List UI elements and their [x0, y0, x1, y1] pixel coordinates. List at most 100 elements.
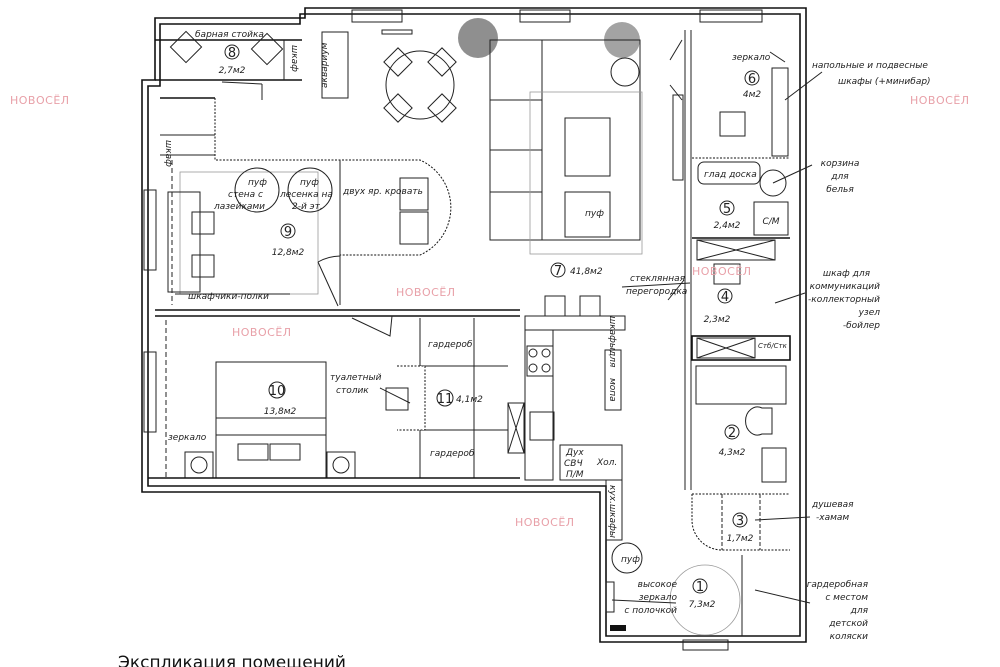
vanity-label-2: столик	[336, 386, 369, 396]
hall-wardrobe-label-5: коляски	[830, 632, 868, 642]
room-area: 12,8м2	[272, 248, 305, 258]
mirror-label-2: зеркало	[168, 433, 207, 443]
fridge-label: Хол.	[596, 458, 617, 468]
kitchen-cabinet-label-3: мопа	[607, 378, 617, 402]
pouf-label-4: пуф	[621, 555, 640, 565]
room-5-label: 5 2,4м2 глад доска С/М корзина для белья	[704, 159, 859, 231]
basket-label-3: белья	[826, 185, 854, 195]
room-number: 5	[723, 202, 731, 217]
room-number: 2	[728, 426, 736, 441]
leader-lines	[379, 51, 823, 604]
room-number: 8	[228, 46, 236, 61]
wall-label: стена с	[228, 190, 263, 200]
basket-label: корзина	[821, 159, 860, 169]
room-area: 4м2	[743, 90, 762, 100]
room-number: 4	[721, 290, 729, 305]
hallway	[605, 542, 743, 651]
room-area: 41,8м2	[570, 267, 603, 277]
watermark-logo: НОВОСЁЛ	[232, 326, 292, 339]
utility-label-4: узел	[858, 308, 881, 318]
room-9-label: 9 12,8м2 пуф стена с лазейками пуф лесен…	[188, 178, 423, 302]
tall-mirror-label-3: с полочкой	[624, 606, 677, 616]
cabinets-label-2: шкафы (+минибар)	[838, 77, 931, 87]
vanity-label: туалетный	[330, 373, 382, 383]
plan-title: Экспликация помещений	[118, 653, 346, 667]
ladder-label-2: 2-й эт.	[292, 202, 323, 212]
room-number: 3	[736, 514, 744, 529]
shower-label: душевая	[811, 500, 854, 510]
mirror-label: зеркало	[732, 53, 771, 63]
microwave-label: СВЧ	[564, 459, 583, 469]
room-number: 9	[284, 225, 292, 240]
tall-mirror-label: высокое	[638, 580, 678, 590]
room-7-label: 7 41,8м2 пуф стеклянная перегородка	[550, 209, 687, 297]
ladder-label: лесенка на	[279, 190, 333, 200]
room-area: 2,3м2	[704, 315, 731, 325]
room-area: 2,4м2	[714, 221, 741, 231]
room-11-label: 11 4,1м2 гардероб гардероб	[428, 340, 483, 459]
wardrobe-label: гардероб	[428, 340, 473, 350]
utility-label: шкаф для	[823, 269, 871, 279]
kitchen-labels: шкафы для мопа Дух СВЧ П/М Хол. кух.шкаф…	[564, 316, 617, 538]
pouf-label: пуф	[248, 178, 267, 188]
room-3-label: 3 1,7м2 душевая -хамам	[727, 500, 855, 544]
room-area: 2,7м2	[219, 66, 246, 76]
room-area: 1,7м2	[727, 534, 754, 544]
bathroom	[691, 406, 790, 551]
room-1-label: 1 7,3м2 пуф высокое зеркало с полочкой г…	[621, 555, 869, 642]
bedroom	[148, 318, 520, 479]
shower-label-2: -хамам	[816, 513, 849, 523]
hall-wardrobe-label-2: с местом	[825, 593, 868, 603]
ironing-board-label: глад доска	[704, 170, 757, 180]
kitchen-cabinet-label: шкафы	[607, 316, 617, 350]
room-number: 11	[437, 392, 454, 407]
dishwasher-label: П/М	[566, 470, 584, 480]
cabinet-label: шкаф	[289, 45, 299, 72]
living-room	[489, 30, 692, 490]
bunk-bed-label: двух яр. кровать	[342, 187, 423, 197]
watermarks: НОВОСЁЛ НОВОСЁЛ НОВОСЁЛ НОВОСЁЛ НОВОСЁЛ …	[10, 94, 970, 529]
bar-counter-label: барная стойка	[195, 30, 264, 40]
room-number: 6	[748, 72, 756, 87]
dryer-label: Стб/Стк	[758, 342, 788, 350]
cabinet-label-9: шкаф	[163, 140, 173, 167]
laundry-rooms	[691, 161, 791, 405]
washer-label: С/М	[762, 217, 779, 227]
room-8-balcony	[155, 30, 302, 100]
wardrobe-label-2: гардероб	[430, 449, 475, 459]
utility-label-3: -коллекторный	[808, 295, 880, 305]
hall-wardrobe-label: гардеробная	[807, 580, 869, 590]
room-area: 7,3м2	[689, 600, 716, 610]
room-10-label: 10 13,8м2 зеркало туалетный столик	[168, 373, 382, 443]
room-number: 10	[269, 384, 286, 399]
glass-partition-label: стеклянная	[630, 274, 686, 284]
watermark-logo: НОВОСЁЛ	[515, 516, 575, 529]
room-number: 1	[696, 580, 704, 595]
hall-wardrobe-label-3: для	[850, 606, 869, 616]
kitchen	[507, 315, 626, 541]
room-area: 13,8м2	[264, 407, 297, 417]
glass-partition-label-2: перегородка	[626, 287, 687, 297]
aquarium-label: аквариум	[320, 42, 330, 88]
room-2-label: 2 4,3м2	[719, 424, 746, 458]
pouf-label-2: пуф	[300, 178, 319, 188]
hall-wardrobe-label-4: детской	[828, 619, 868, 629]
room-number: 7	[554, 264, 562, 279]
utility-label-5: -бойлер	[843, 321, 880, 331]
room-6-label: 6 4м2 зеркало напольные и подвесные шкаф…	[732, 53, 931, 100]
watermark-logo: НОВОСЁЛ	[692, 265, 752, 278]
watermark-logo: НОВОСЁЛ	[910, 94, 970, 107]
oven-label: Дух	[565, 448, 584, 458]
kitchen-cabinets-label: кух.шкафы	[607, 485, 617, 538]
utility-label-2: коммуникаций	[810, 282, 881, 292]
basket-label-2: для	[830, 172, 849, 182]
room-8-label: 8 2,7м2 барная стойка шкаф аквариум шкаф	[163, 30, 330, 167]
pouf-label-3: пуф	[585, 209, 604, 219]
wall-label-2: лазейками	[213, 202, 265, 212]
room-area: 4,1м2	[456, 395, 483, 405]
outer-walls	[141, 7, 807, 643]
room-4-label: 4 2,3м2 шкаф для коммуникаций -коллектор…	[704, 269, 881, 350]
cabinets-label: напольные и подвесные	[812, 61, 928, 71]
